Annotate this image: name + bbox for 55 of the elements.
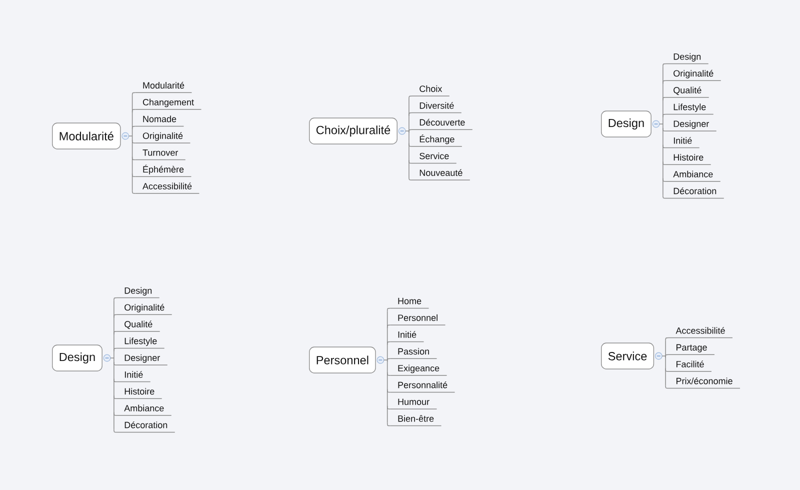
underlined-topic: Nomade (134, 116, 184, 127)
underlined-topic: Service (412, 152, 457, 164)
underlined-topic: Histoire (666, 154, 712, 165)
underlined-topic: Accessibilité (668, 327, 733, 338)
underlined-topic: Humour (390, 398, 438, 410)
underlined-topic: Originalité (666, 70, 722, 81)
underlined-topic: Personnel (390, 314, 446, 326)
underlined-topic: Histoire (116, 388, 162, 399)
topic-box: Service (601, 342, 654, 370)
underlined-topic: Lifestyle (116, 338, 165, 349)
underlined-topic: Home (390, 298, 430, 309)
underlined-topic: Turnover (134, 150, 186, 160)
underlined-topic: Facilité (668, 360, 712, 372)
topic-box: Choix/pluralité (309, 118, 398, 144)
underlined-topic: Changement (134, 98, 202, 110)
branch-connector (383, 308, 391, 426)
underlined-topic: Échange (412, 134, 462, 147)
branch-connector (662, 337, 669, 389)
underlined-topic: Décoration (666, 187, 724, 199)
underlined-topic: Passion (390, 348, 438, 359)
underlined-topic: Initié (666, 137, 700, 148)
underlined-topic: Éphémère (134, 164, 192, 177)
underlined-topic: Design (116, 287, 160, 298)
underlined-topic: Découverte (412, 118, 473, 130)
branch-connector (659, 63, 666, 199)
underlined-topic: Partage (668, 344, 715, 355)
underlined-topic: Originalité (116, 304, 172, 315)
underlined-topic: Initié (116, 371, 151, 382)
underlined-topic: Ambiance (666, 170, 721, 182)
underlined-topic: Décoration (116, 421, 176, 433)
underlined-topic: Qualité (116, 320, 160, 332)
underlined-topic: Nouveauté (412, 169, 470, 180)
underlined-topic: Bien-être (390, 415, 442, 426)
underlined-topic: Lifestyle (666, 104, 714, 115)
branch-connector (110, 297, 118, 433)
underlined-topic: Accessibilité (134, 182, 200, 194)
topic-box: Modularité (52, 122, 121, 150)
underlined-topic: Qualité (666, 86, 710, 98)
branch-connector (405, 96, 412, 180)
underlined-topic: Diversité (412, 102, 462, 114)
underlined-topic: Ambiance (116, 404, 172, 416)
underlined-topic: Exigeance (390, 364, 448, 376)
underlined-topic: Designer (666, 120, 717, 132)
topic-box: Personnel (309, 346, 376, 374)
branch-connector (128, 92, 136, 194)
topic-box: Design (52, 344, 102, 372)
topic-box: Design (601, 110, 652, 138)
underlined-topic: Modularité (134, 82, 192, 93)
underlined-topic: Designer (116, 354, 168, 366)
underlined-topic: Prix/économie (668, 377, 740, 389)
underlined-topic: Originalité (134, 132, 191, 144)
underlined-topic: Personnalité (390, 381, 456, 393)
underlined-topic: Design (666, 53, 709, 64)
underlined-topic: Choix (412, 85, 450, 96)
underlined-topic: Initié (390, 331, 424, 342)
